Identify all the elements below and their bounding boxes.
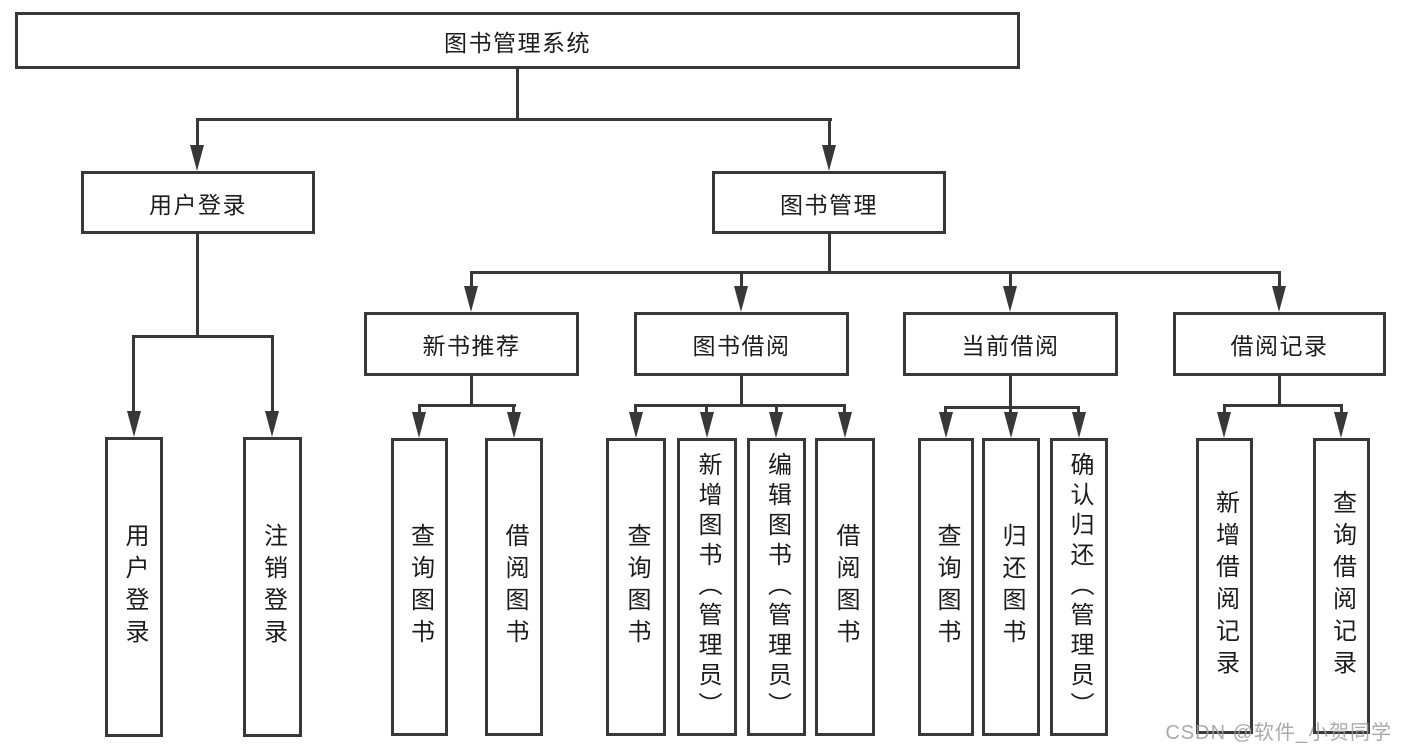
connector-line	[512, 404, 515, 413]
connector-line	[634, 404, 637, 413]
arrowhead-down-icon	[1072, 412, 1086, 438]
node-label: 图书借阅	[692, 333, 791, 359]
node-library-management-system: 图书管理系统	[15, 12, 1020, 69]
connector-line	[470, 271, 1281, 274]
arrowhead-down-icon	[1334, 412, 1348, 438]
connector-line	[1009, 406, 1012, 413]
connector-line	[635, 404, 846, 407]
connector-line	[1340, 404, 1343, 413]
arrowhead-down-icon	[412, 412, 426, 438]
node-borrow-record: 借阅记录	[1173, 312, 1386, 376]
arrowhead-down-icon	[1003, 286, 1017, 312]
node-label: 图书管理	[780, 191, 878, 218]
node-label: 图书管理系统	[444, 29, 591, 56]
connector-line	[516, 69, 519, 119]
arrowhead-down-icon	[265, 411, 279, 437]
node-book-management: 图书管理	[712, 171, 946, 234]
connector-line	[828, 234, 831, 273]
node-query-book-borrow: 查询图书	[606, 438, 666, 736]
connector-line	[418, 404, 421, 413]
connector-line	[705, 404, 708, 413]
node-query-borrow-record: 查询借阅记录	[1313, 438, 1370, 734]
arrowhead-down-icon	[464, 286, 478, 312]
arrowhead-down-icon	[822, 145, 836, 171]
connector-line	[775, 404, 778, 413]
connector-line	[843, 404, 846, 413]
connector-line	[132, 335, 135, 412]
arrowhead-down-icon	[507, 412, 521, 438]
node-label: 查询图书	[406, 523, 434, 651]
node-label: 新书推荐	[422, 333, 521, 359]
connector-line	[470, 376, 473, 406]
node-user-login-leaf: 用户登录	[105, 437, 163, 737]
node-borrow-book-leaf: 借阅图书	[815, 438, 875, 736]
node-add-book-admin: 新增图书（管理员）	[677, 438, 737, 736]
arrowhead-down-icon	[734, 286, 748, 312]
node-label: 新增图书（管理员）	[694, 452, 721, 722]
arrowhead-down-icon	[1004, 412, 1018, 438]
node-query-book-recommend: 查询图书	[391, 438, 448, 736]
node-query-book-current: 查询图书	[918, 438, 974, 736]
arrowhead-down-icon	[700, 412, 714, 438]
connector-line	[1009, 271, 1012, 287]
arrowhead-down-icon	[838, 412, 852, 438]
connector-line	[196, 234, 199, 337]
connector-line	[271, 335, 274, 412]
connector-line	[470, 271, 473, 287]
csdn-watermark: CSDN @软件_小贺同学	[1165, 722, 1392, 744]
arrowhead-down-icon	[1272, 286, 1286, 312]
arrowhead-down-icon	[1217, 412, 1231, 438]
node-current-borrow: 当前借阅	[903, 312, 1118, 376]
arrowhead-down-icon	[127, 411, 141, 437]
node-new-book-recommend: 新书推荐	[364, 312, 579, 376]
connector-line	[944, 406, 947, 413]
node-label: 新增借阅记录	[1211, 490, 1239, 682]
node-label: 借阅图书	[501, 523, 528, 651]
node-logout-leaf: 注销登录	[243, 437, 302, 737]
node-label: 查询图书	[623, 523, 650, 651]
connector-line	[196, 118, 199, 147]
connector-line	[945, 406, 1080, 409]
node-edit-book-admin: 编辑图书（管理员）	[747, 438, 806, 736]
connector-line	[1278, 376, 1281, 406]
node-label: 查询借阅记录	[1328, 490, 1356, 682]
node-user-login: 用户登录	[81, 171, 315, 234]
connector-line	[196, 118, 832, 121]
node-label: 用户登录	[149, 191, 247, 218]
arrowhead-down-icon	[190, 145, 204, 171]
node-label: 归还图书	[998, 523, 1025, 651]
connector-line	[740, 376, 743, 406]
connector-line	[1278, 271, 1281, 287]
node-label: 确认归还（管理员）	[1066, 452, 1093, 722]
arrowhead-down-icon	[939, 412, 953, 438]
connector-line	[828, 118, 831, 147]
node-add-borrow-record: 新增借阅记录	[1196, 438, 1253, 734]
node-label: 当前借阅	[961, 333, 1060, 359]
node-label: 编辑图书（管理员）	[763, 452, 791, 722]
connector-line	[132, 335, 274, 338]
node-label: 借阅图书	[832, 523, 859, 651]
node-borrow-book-recommend: 借阅图书	[485, 438, 543, 736]
connector-line	[1009, 376, 1012, 408]
node-label: 查询图书	[933, 523, 960, 651]
connector-line	[1077, 406, 1080, 413]
connector-line	[1223, 404, 1226, 413]
node-label: 借阅记录	[1230, 333, 1329, 359]
arrowhead-down-icon	[769, 412, 783, 438]
arrowhead-down-icon	[629, 412, 643, 438]
connector-line	[418, 404, 516, 407]
node-label: 用户登录	[121, 523, 148, 651]
node-label: 注销登录	[259, 523, 287, 651]
connector-line	[740, 271, 743, 287]
connector-line	[1223, 404, 1343, 407]
node-return-book: 归还图书	[982, 438, 1040, 736]
node-book-borrow: 图书借阅	[634, 312, 849, 376]
node-confirm-return-admin: 确认归还（管理员）	[1050, 438, 1108, 736]
